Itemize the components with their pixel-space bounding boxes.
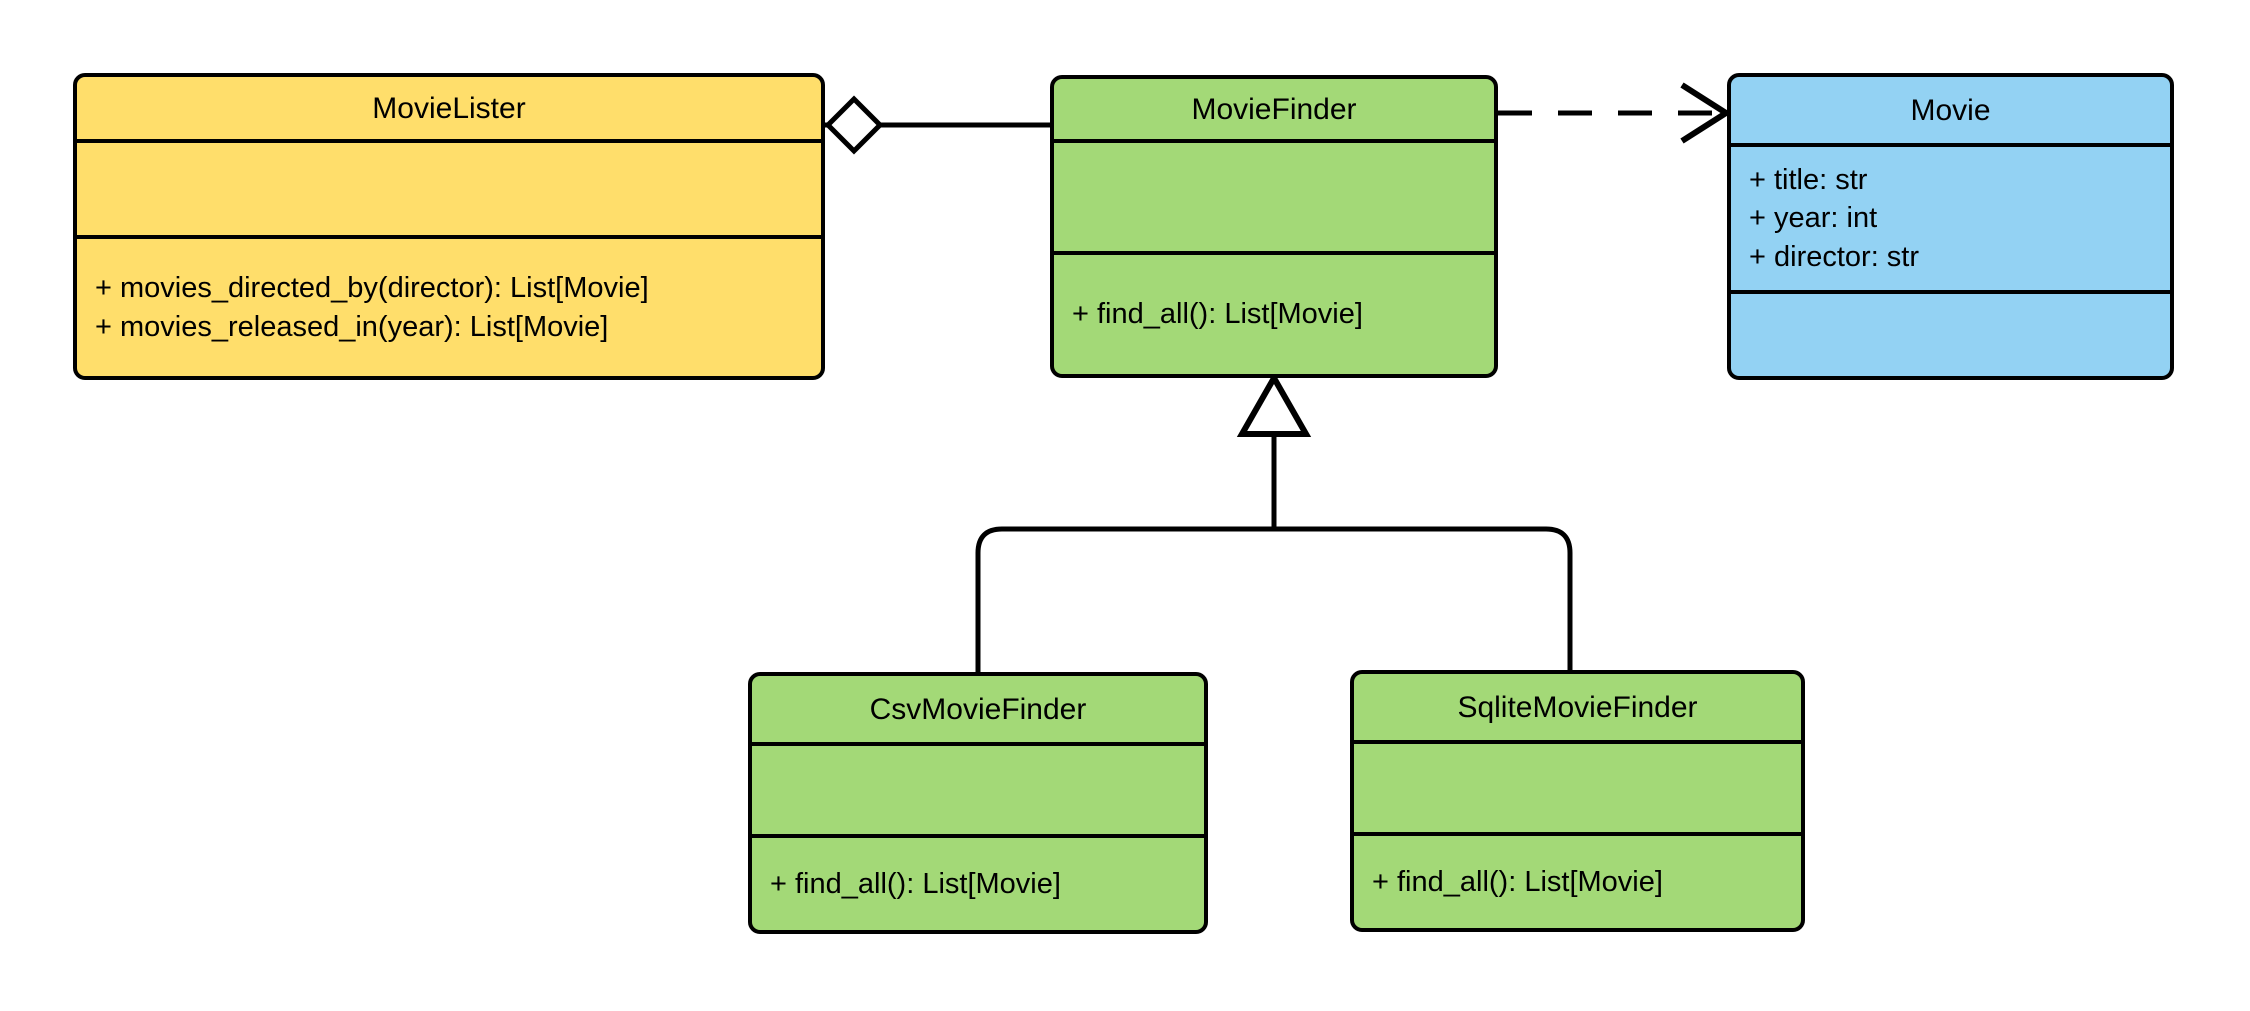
relationship-dependency-finder-movie: [1498, 82, 1732, 144]
class-name-compartment: SqliteMovieFinder: [1354, 674, 1801, 744]
class-title: MovieLister: [372, 91, 526, 125]
class-attributes-compartment: + title: str + year: int + director: str: [1731, 147, 2170, 294]
class-title: MovieFinder: [1191, 92, 1357, 126]
operation-item: + find_all(): List[Movie]: [1072, 298, 1363, 331]
uml-class-movie-finder[interactable]: MovieFinder + find_all(): List[Movie]: [1050, 75, 1498, 378]
attribute-item: + title: str: [1749, 163, 1868, 196]
class-attributes-compartment: [1054, 143, 1494, 255]
class-operations-compartment: + find_all(): List[Movie]: [1054, 255, 1494, 374]
class-name-compartment: MovieLister: [77, 77, 821, 143]
uml-class-csv-movie-finder[interactable]: CsvMovieFinder + find_all(): List[Movie]: [748, 672, 1208, 934]
class-attributes-compartment: [1354, 744, 1801, 836]
class-title: Movie: [1910, 93, 1991, 127]
relationship-aggregation-lister-finder: [824, 95, 1050, 155]
uml-class-movie-lister[interactable]: MovieLister + movies_directed_by(directo…: [73, 73, 825, 380]
class-attributes-compartment: [77, 143, 821, 239]
class-title: CsvMovieFinder: [869, 692, 1087, 726]
operation-item: + movies_directed_by(director): List[Mov…: [95, 271, 649, 304]
uml-class-movie[interactable]: Movie + title: str + year: int + directo…: [1727, 73, 2174, 380]
generalization-branch-csv: [975, 526, 1274, 672]
operation-item: + movies_released_in(year): List[Movie]: [95, 310, 609, 343]
open-arrow-marker: [1680, 82, 1732, 144]
class-operations-compartment: + find_all(): List[Movie]: [752, 838, 1204, 930]
attribute-item: + director: str: [1749, 240, 1920, 273]
operation-item: + find_all(): List[Movie]: [770, 867, 1061, 900]
attribute-item: + year: int: [1749, 202, 1878, 235]
class-name-compartment: MovieFinder: [1054, 79, 1494, 143]
class-name-compartment: Movie: [1731, 77, 2170, 147]
relationship-generalization-tree: [975, 371, 1573, 672]
class-name-compartment: CsvMovieFinder: [752, 676, 1204, 746]
class-operations-compartment: + find_all(): List[Movie]: [1354, 836, 1801, 928]
operation-item: + find_all(): List[Movie]: [1372, 865, 1663, 898]
hollow-diamond-marker: [824, 95, 884, 155]
class-operations-compartment: + movies_directed_by(director): List[Mov…: [77, 239, 821, 376]
generalization-branch-sqlite: [1274, 526, 1573, 672]
class-title: SqliteMovieFinder: [1457, 690, 1698, 724]
class-attributes-compartment: [752, 746, 1204, 838]
uml-class-sqlite-movie-finder[interactable]: SqliteMovieFinder + find_all(): List[Mov…: [1350, 670, 1805, 932]
hollow-triangle-marker: [1236, 371, 1312, 437]
class-operations-compartment: [1731, 294, 2170, 376]
